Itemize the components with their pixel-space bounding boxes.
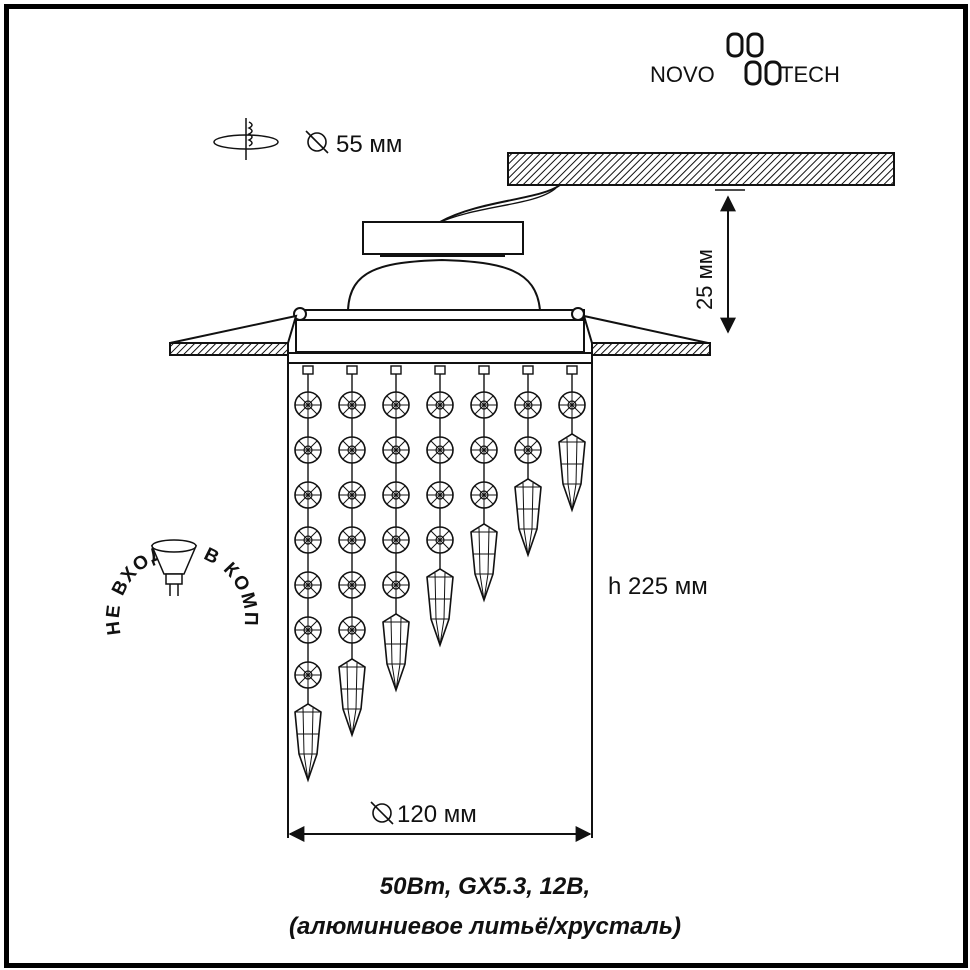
crystal-bead [338,526,366,554]
crystal-pendant [558,433,586,511]
ceiling-cutout-icon [213,118,279,160]
strand-hook [346,365,358,375]
svg-text:НЕ ВХОДИТ В КОМПЛЕКТ: НЕ ВХОДИТ В КОМПЛЕКТ [0,0,261,636]
crystal-bead [426,436,454,464]
strand-hook [478,365,490,375]
crystal-bead [382,571,410,599]
crystal-bead [382,481,410,509]
height-label: h 225 мм [608,573,708,600]
crystal-pendant [382,613,410,691]
crystal-bead [382,526,410,554]
spec-line-1: 50Вт, GX5.3, 12В, [380,873,590,900]
ceiling-panel-right [591,342,711,356]
brand-logo-left: NOVO [650,62,715,87]
crystal-bead [470,481,498,509]
mr16-bulb-icon [150,539,198,596]
crystal-bead [338,391,366,419]
crystal-pendant [426,568,454,646]
spec-line-2: (алюминиевое литьё/хрусталь) [289,913,681,940]
crystal-strands [294,365,586,781]
crystal-bead [294,571,322,599]
brand-mark-icon [726,32,782,86]
brand-logo: NOVO TECH [650,32,840,87]
strand-hook [302,365,314,375]
crystal-pendant [338,658,366,736]
crystal-bead [294,616,322,644]
crystal-pendant [470,523,498,601]
crystal-bead [558,391,586,419]
power-cable [439,184,561,223]
strand-hook [434,365,446,375]
ceiling-panel-left [169,342,289,356]
crystal-bead [470,436,498,464]
cutout-diameter-label: 55 мм [336,131,402,158]
lamp-housing [295,221,585,353]
crystal-bead [338,436,366,464]
crystal-bead [514,436,542,464]
crystal-bead [426,526,454,554]
trim-ring [287,352,593,364]
crystal-bead [426,391,454,419]
badge-text: НЕ ВХОДИТ В КОМПЛЕКТ [0,0,259,636]
crystal-bead [338,616,366,644]
crystal-bead [338,481,366,509]
crystal-bead [294,481,322,509]
recess-depth-label: 25 мм [692,249,717,310]
strand-hook [566,365,578,375]
crystal-bead [470,391,498,419]
crystal-bead [294,391,322,419]
strand-hook [522,365,534,375]
diameter-icon [370,801,394,825]
crystal-bead [426,481,454,509]
strand-hook [390,365,402,375]
diameter-icon [305,130,329,154]
crystal-bead [294,661,322,689]
brand-logo-right: TECH [780,62,840,87]
crystal-pendant [294,703,322,781]
crystal-bead [338,571,366,599]
crystal-bead [382,436,410,464]
crystal-bead [294,526,322,554]
crystal-bead [514,391,542,419]
crystal-pendant [514,478,542,556]
ceiling-slab [507,152,895,186]
bulb-not-included-badge: НЕ ВХОДИТ В КОМПЛЕКТ [0,0,261,636]
body-diameter-label: 120 мм [397,801,477,828]
crystal-bead [382,391,410,419]
crystal-bead [294,436,322,464]
